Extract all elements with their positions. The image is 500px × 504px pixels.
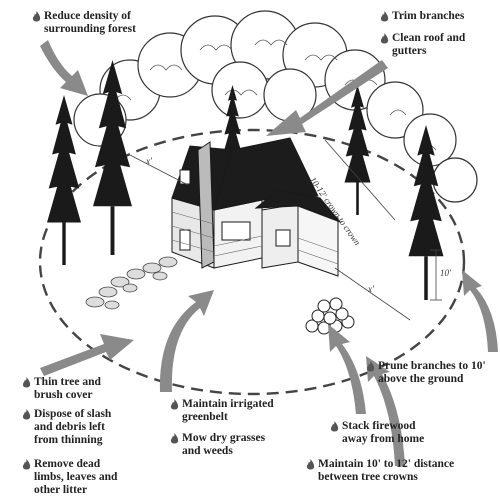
flame-icon xyxy=(380,33,389,44)
tip-thin-cover: Thin tree and brush cover xyxy=(22,376,101,402)
arrow-greenbelt xyxy=(159,290,214,392)
tip-firewood: Stack firewood away from home xyxy=(330,420,424,446)
forest-canopy xyxy=(73,10,478,203)
callout-arrows xyxy=(40,40,498,466)
tip-mow: Mow dry grasses and weeds xyxy=(170,432,265,458)
tip-thin-cover-label: Thin tree and brush cover xyxy=(34,376,101,401)
tip-prune: Prune branches to 10' above the ground xyxy=(366,360,486,386)
tip-clean-roof-label: Clean roof and gutters xyxy=(392,32,466,57)
dim-label-x-left: x' xyxy=(146,156,152,166)
flame-icon xyxy=(22,377,31,388)
flame-icon xyxy=(32,11,41,22)
arrow-reduce-density xyxy=(40,40,88,96)
stone-path xyxy=(85,256,178,310)
arrow-thin-cover xyxy=(40,334,134,376)
tip-reduce-density: Reduce density of surrounding forest xyxy=(32,10,136,36)
flame-icon xyxy=(380,11,389,22)
flame-icon xyxy=(170,433,179,444)
tip-trim-branches: Trim branches xyxy=(380,10,464,23)
tip-trim-branches-label: Trim branches xyxy=(392,10,465,22)
dim-label-prune-height: 10' xyxy=(440,268,451,278)
tip-clean-roof: Clean roof and gutters xyxy=(380,32,465,58)
flame-icon xyxy=(330,421,339,432)
flame-icon xyxy=(306,459,315,470)
flame-icon xyxy=(22,409,31,420)
tip-distance-label: Maintain 10' to 12' distance between tre… xyxy=(318,458,455,483)
arrow-distance xyxy=(366,356,405,466)
tip-dispose-slash: Dispose of slash and debris left from th… xyxy=(22,408,111,447)
tip-distance: Maintain 10' to 12' distance between tre… xyxy=(306,458,454,484)
tip-remove-limbs-label: Remove dead limbs, leaves and other litt… xyxy=(34,458,118,496)
canopy-texture xyxy=(114,39,437,151)
house-siding xyxy=(171,211,339,265)
dimension-lines xyxy=(129,139,442,321)
tip-firewood-label: Stack firewood away from home xyxy=(342,420,425,445)
tip-remove-limbs: Remove dead limbs, leaves and other litt… xyxy=(22,458,117,497)
flame-icon xyxy=(22,459,31,470)
tip-prune-label: Prune branches to 10' above the ground xyxy=(378,360,486,385)
tip-greenbelt: Maintain irrigated greenbelt xyxy=(170,398,274,424)
arrow-firewood xyxy=(328,324,366,414)
tip-mow-label: Mow dry grasses and weeds xyxy=(182,432,266,457)
tip-dispose-slash-label: Dispose of slash and debris left from th… xyxy=(34,408,112,446)
dim-label-x-right: x' xyxy=(368,284,374,294)
defensible-space-ring xyxy=(38,128,466,396)
flame-icon xyxy=(366,361,375,372)
arrow-roof xyxy=(266,60,388,136)
flame-icon xyxy=(170,399,179,410)
tip-reduce-density-label: Reduce density of surrounding forest xyxy=(44,10,136,35)
arrow-prune xyxy=(462,270,498,352)
tip-greenbelt-label: Maintain irrigated greenbelt xyxy=(182,398,274,423)
house xyxy=(171,137,342,277)
